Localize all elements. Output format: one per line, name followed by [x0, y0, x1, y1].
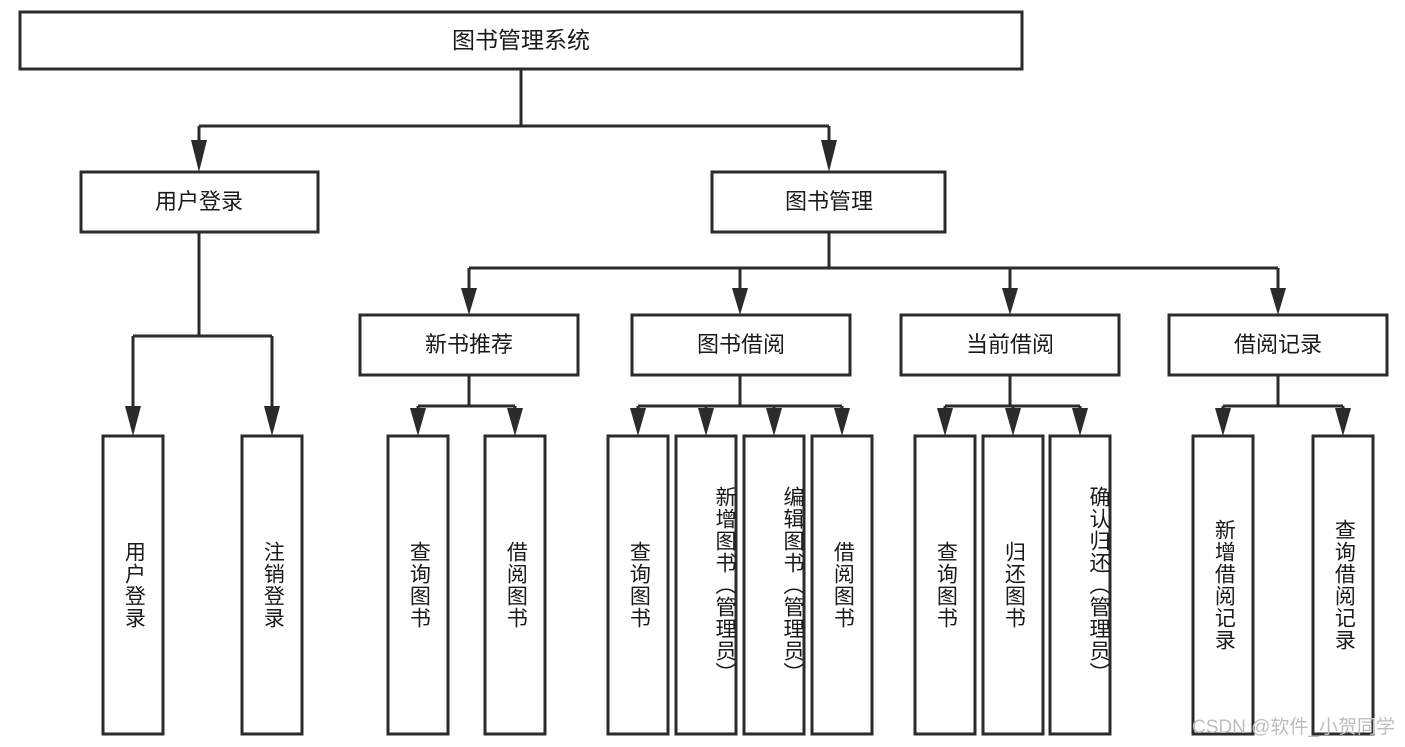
- node-leaf-confirm-return-box[interactable]: [1048, 434, 1112, 736]
- arrow-head-leaf-edit-book: [766, 408, 782, 436]
- arrow-head-leaf-logout-login: [264, 406, 280, 436]
- node-leaf-borrow-book-1-box[interactable]: [483, 434, 547, 736]
- node-user-login-box[interactable]: [79, 170, 320, 234]
- arrow-head-leaf-user-login: [125, 406, 141, 436]
- arrow-head-book-borrow: [732, 288, 748, 315]
- node-leaf-query-book-1-box[interactable]: [386, 434, 450, 736]
- arrow-head-leaf-return-book: [1005, 408, 1021, 436]
- node-current-borrow[interactable]: 当前借阅: [899, 313, 1121, 377]
- connector-group-book-borrow: [630, 375, 850, 436]
- node-book-management-box[interactable]: [710, 170, 947, 234]
- node-user-login[interactable]: 用户登录: [79, 170, 320, 234]
- arrow-head-book-management: [821, 140, 837, 172]
- connector-group-borrow-record: [1215, 375, 1351, 436]
- arrow-head-leaf-borrow-book-2: [834, 408, 850, 436]
- arrow-head-leaf-query-record: [1335, 408, 1351, 436]
- arrow-head-leaf-confirm-return: [1072, 408, 1088, 436]
- node-leaf-return-book-box[interactable]: [981, 434, 1045, 736]
- node-root-box[interactable]: [18, 10, 1024, 71]
- arrow-head-leaf-borrow-book-1: [507, 408, 523, 436]
- arrow-head-leaf-query-book-3: [937, 408, 953, 436]
- node-borrow-record-box[interactable]: [1167, 313, 1389, 377]
- arrow-head-leaf-add-record: [1215, 408, 1231, 436]
- node-book-borrow-box[interactable]: [630, 313, 852, 377]
- node-user-login-label: 用户登录: [155, 189, 243, 214]
- node-root[interactable]: 图书管理系统: [18, 10, 1024, 71]
- node-book-management-label: 图书管理: [785, 189, 873, 214]
- node-book-borrow-label: 图书借阅: [697, 332, 785, 357]
- arrow-head-leaf-query-book-1: [410, 408, 426, 436]
- node-book-management[interactable]: 图书管理: [710, 170, 947, 234]
- arrow-head-borrow-record: [1270, 288, 1286, 315]
- node-leaf-user-login-box[interactable]: [101, 434, 165, 736]
- node-current-borrow-box[interactable]: [899, 313, 1121, 377]
- arrow-head-user-login: [191, 140, 207, 172]
- node-root-label: 图书管理系统: [452, 27, 590, 53]
- connector-group-root: [191, 69, 837, 172]
- arrow-head-leaf-query-book-2: [630, 408, 646, 436]
- node-leaf-query-record-box[interactable]: [1311, 434, 1375, 736]
- node-new-book-recommend-label: 新书推荐: [425, 332, 513, 357]
- node-new-book-recommend-box[interactable]: [358, 313, 580, 377]
- node-current-borrow-label: 当前借阅: [966, 332, 1054, 357]
- node-borrow-record[interactable]: 借阅记录: [1167, 313, 1389, 377]
- arrow-head-current-borrow: [1002, 288, 1018, 315]
- arrow-head-leaf-add-book: [698, 408, 714, 436]
- node-book-borrow[interactable]: 图书借阅: [630, 313, 852, 377]
- connector-group-current-borrow: [937, 375, 1088, 436]
- connector-group-book-management: [461, 232, 1286, 315]
- arrow-head-new-book-recommend: [461, 288, 477, 315]
- node-new-book-recommend[interactable]: 新书推荐: [358, 313, 580, 377]
- node-leaf-query-book-3-box[interactable]: [913, 434, 977, 736]
- csdn-watermark: CSDN @软件_小贺同学: [1192, 717, 1395, 738]
- node-leaf-query-book-2-box[interactable]: [606, 434, 670, 736]
- node-borrow-record-label: 借阅记录: [1234, 332, 1322, 357]
- node-leaf-logout-login-box[interactable]: [240, 434, 304, 736]
- node-leaf-borrow-book-2-box[interactable]: [810, 434, 874, 736]
- node-leaf-edit-book-box[interactable]: [742, 434, 806, 736]
- connector-group-new-book-recommend: [410, 375, 523, 436]
- connector-group-user-login: [125, 232, 280, 436]
- node-leaf-add-book-box[interactable]: [674, 434, 738, 736]
- node-leaf-add-record-box[interactable]: [1191, 434, 1255, 736]
